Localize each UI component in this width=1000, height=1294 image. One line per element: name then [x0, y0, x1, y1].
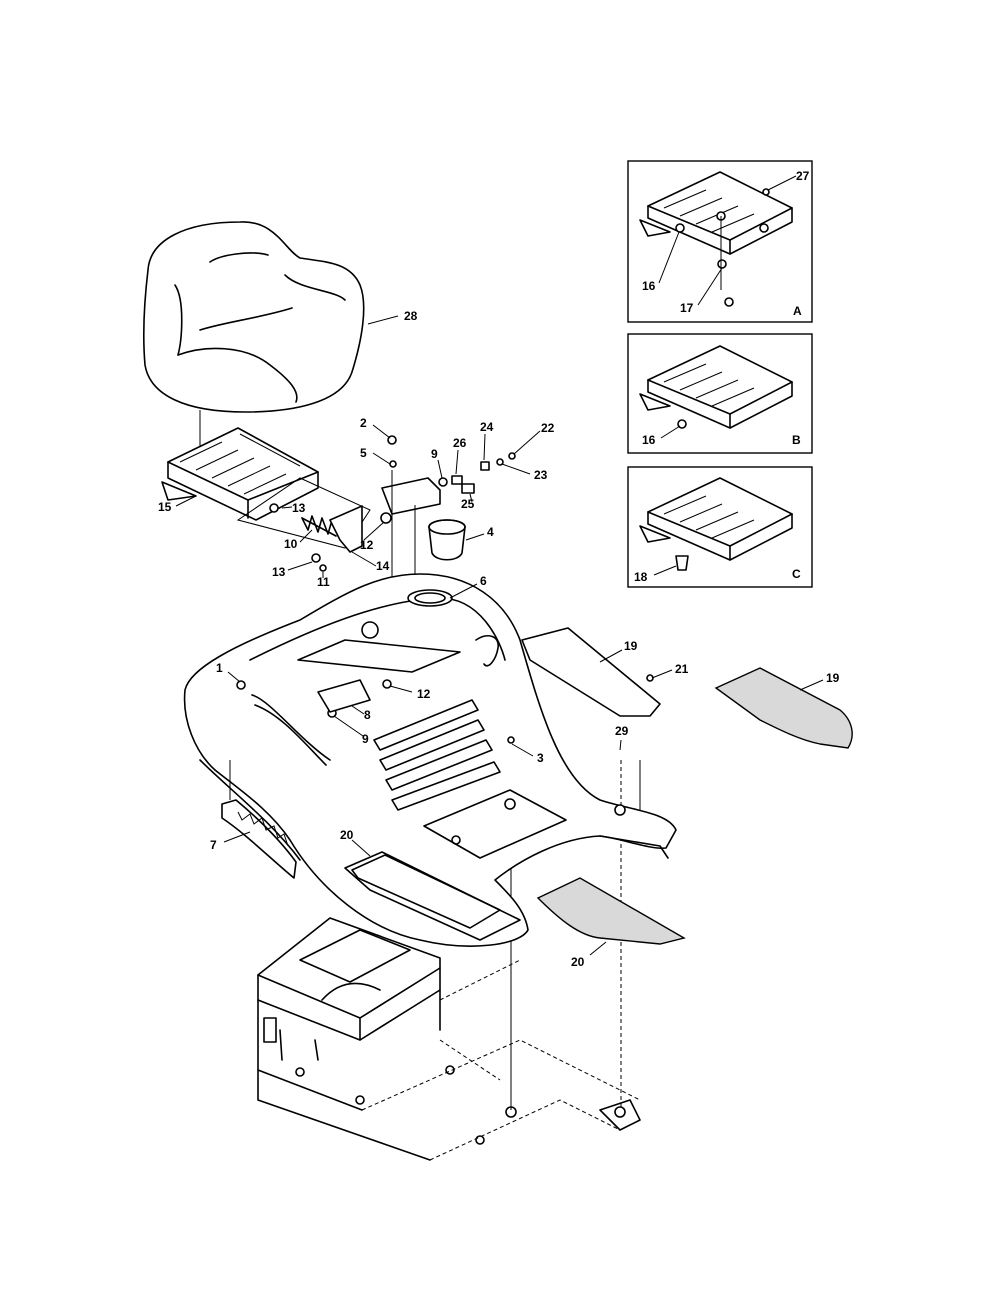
- callout-16-a: 16: [642, 279, 656, 293]
- chassis-frame: [257, 917, 641, 1161]
- callout-13-top: 13: [292, 501, 306, 515]
- callout-19-loose: 19: [826, 671, 840, 685]
- seat-bracket: [329, 505, 363, 553]
- callout-17: 17: [680, 301, 694, 315]
- callout-23: 23: [534, 468, 548, 482]
- inset-label-c: C: [792, 567, 801, 581]
- callout-11: 11: [317, 575, 330, 589]
- callout-2: 2: [360, 416, 367, 430]
- inset-a: [627, 160, 813, 323]
- hinge-plate: [380, 435, 516, 524]
- callout-26: 26: [453, 436, 467, 450]
- inset-c: [627, 466, 813, 588]
- callout-25: 25: [461, 497, 475, 511]
- cup-holder: [428, 519, 466, 561]
- fender-body: [183, 573, 677, 947]
- callout-18: 18: [634, 570, 648, 584]
- callout-10: 10: [284, 537, 298, 551]
- callout-8: 8: [364, 708, 371, 722]
- mat-20-loose: [536, 877, 686, 945]
- callout-9-top: 9: [431, 447, 438, 461]
- callout-29: 29: [615, 724, 629, 738]
- inset-label-b: B: [792, 433, 801, 447]
- inset-label-a: A: [793, 304, 802, 318]
- mat-19-loose: [714, 667, 853, 749]
- callout-14: 14: [376, 559, 390, 573]
- callout-6: 6: [480, 574, 487, 588]
- inset-b: [627, 333, 813, 454]
- callout-22: 22: [541, 421, 555, 435]
- callout-20-body: 20: [340, 828, 354, 842]
- callout-28: 28: [404, 309, 418, 323]
- callout-1: 1: [216, 661, 223, 675]
- footrest-mat-right: [521, 627, 661, 717]
- callout-9-mid: 9: [362, 732, 369, 746]
- callout-12-top: 12: [360, 538, 374, 552]
- callout-24: 24: [480, 420, 494, 434]
- callout-4: 4: [487, 525, 494, 539]
- callout-13-bottom: 13: [272, 565, 286, 579]
- callout-20-loose: 20: [571, 955, 585, 969]
- callout-19-body: 19: [624, 639, 638, 653]
- callout-7: 7: [210, 838, 217, 852]
- callout-12-mid: 12: [417, 687, 431, 701]
- callout-16-b: 16: [642, 433, 656, 447]
- speed-selector-bracket: [221, 799, 297, 879]
- callout-5: 5: [360, 446, 367, 460]
- callout-3: 3: [537, 751, 544, 765]
- callout-27: 27: [796, 169, 810, 183]
- callout-21: 21: [675, 662, 689, 676]
- callout-15: 15: [158, 500, 172, 514]
- seat-pan: [161, 427, 319, 521]
- seat: [142, 221, 365, 413]
